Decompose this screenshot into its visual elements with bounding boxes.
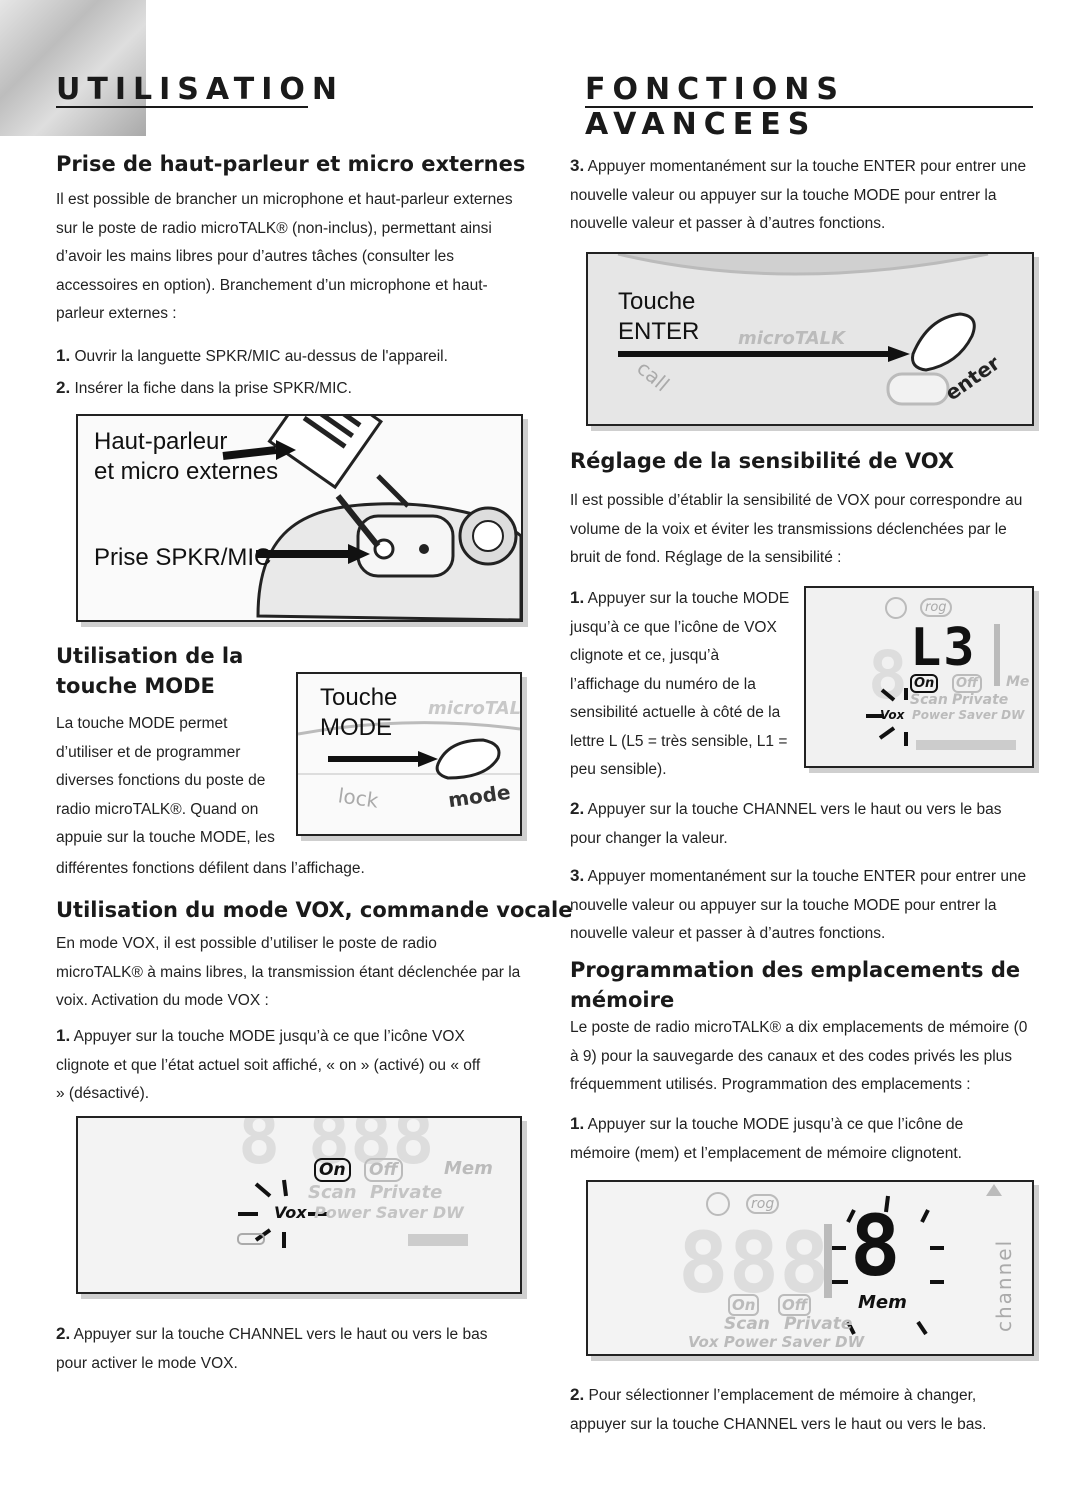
lcd-vox-illustration: 8 888 <box>237 1118 468 1248</box>
heading-memory-2: mémoire <box>570 988 675 1012</box>
step-number: 2. <box>56 378 71 397</box>
lcd-sensitivity-illustration: 8 <box>866 597 1016 750</box>
paragraph-external-mic: Il est possible de brancher un microphon… <box>56 191 513 322</box>
step-text: Insérer la fiche dans la prise SPKR/MIC. <box>74 380 352 397</box>
brand-logo: microTALK <box>738 328 846 349</box>
lcd-mem: Mem <box>858 1292 907 1313</box>
step-enter-3: 3. Appuyer momentanément sur la touche E… <box>570 152 1032 239</box>
step-number: 2. <box>570 799 585 818</box>
label-touche: Touche <box>320 684 398 711</box>
enter-key-illustration <box>588 254 1032 424</box>
svg-text:8: 8 <box>868 637 908 714</box>
step-text: Appuyer sur la touche MODE jusqu’à ce qu… <box>570 1116 964 1162</box>
figure-mode-key: Touche MODE microTALK lock mode <box>296 672 522 836</box>
step-number: 3. <box>570 156 585 175</box>
heading-external-mic: Prise de haut-parleur et micro externes <box>56 152 526 176</box>
label-enter: ENTER <box>618 318 700 345</box>
lcd-power-saver: Power Saver DW <box>314 1203 464 1222</box>
lcd-scan: Scan <box>724 1314 770 1334</box>
heading-mode-1: Utilisation de la <box>56 644 244 668</box>
step-text: Ouvrir la languette SPKR/MIC au-dessus d… <box>74 348 448 365</box>
step-text: Appuyer sur la touche MODE jusqu’à ce qu… <box>570 590 790 778</box>
header-rule-right <box>585 106 1033 108</box>
label-mode: MODE <box>320 714 392 741</box>
step-vox-2: 2. Appuyer sur la touche CHANNEL vers le… <box>56 1320 496 1378</box>
figure-vox-lcd: 8 888 On Off Mem Scan Private Vox Power … <box>76 1116 522 1294</box>
channel-key-label: channel <box>992 1238 1016 1332</box>
figure-sensitivity-lcd: 8 rog L3 On Off Me Scan Private Vox Powe… <box>804 586 1034 768</box>
step-text: Appuyer momentanément sur la touche ENTE… <box>570 158 1027 232</box>
heading-vox-sensitivity: Réglage de la sensibilité de VOX <box>570 449 955 473</box>
step-number: 1. <box>56 1026 71 1045</box>
step-sens-3: 3. Appuyer momentanément sur la touche E… <box>570 862 1034 949</box>
figure-spkr-mic: Haut-parleur et micro externes Prise SPK… <box>76 414 523 622</box>
step-ext-1: 1. Ouvrir la languette SPKR/MIC au-dessu… <box>56 342 526 372</box>
lcd-vox-power-saver: Vox Power Saver DW <box>688 1333 865 1351</box>
lcd-vox: Vox <box>274 1203 307 1222</box>
lcd-memory-digit: 8 <box>850 1197 901 1295</box>
label-touche-enter: Touche <box>618 288 696 315</box>
step-text: Pour sélectionner l’emplacement de mémoi… <box>570 1387 987 1433</box>
step-vox-1: 1. Appuyer sur la touche MODE jusqu’à ce… <box>56 1022 490 1109</box>
lcd-vox: Vox <box>880 708 905 722</box>
paragraph-memory: Le poste de radio microTALK® a dix empla… <box>570 1019 1028 1093</box>
lcd-on: On <box>728 1294 760 1316</box>
radio-top-illustration <box>222 416 521 620</box>
lcd-private: Private <box>370 1182 443 1203</box>
label-micro-externes: et micro externes <box>94 458 279 485</box>
heading-memory-1: Programmation des emplacements de <box>570 958 1021 982</box>
lcd-scan: Scan <box>308 1182 357 1203</box>
paragraph-vox: En mode VOX, il est possible d’utiliser … <box>56 935 521 1009</box>
step-number: 1. <box>570 1114 585 1133</box>
lcd-on: On <box>314 1158 351 1182</box>
step-number: 2. <box>570 1385 585 1404</box>
lcd-scan: Scan <box>910 692 948 708</box>
step-text: Appuyer sur la touche CHANNEL vers le ha… <box>570 801 1002 847</box>
mode-key-illustration <box>298 721 520 780</box>
lcd-mem: Me <box>1006 674 1030 690</box>
step-number: 1. <box>570 588 585 607</box>
brand-logo: microTALK <box>428 698 522 719</box>
step-sens-1: 1. Appuyer sur la touche MODE jusqu’à ce… <box>570 584 790 785</box>
section-header-utilisation: UTILISATION <box>56 72 344 107</box>
paragraph-mode-end: différentes fonctions défilent dans l’af… <box>56 860 365 877</box>
svg-text:888: 888 <box>308 1118 434 1180</box>
lcd-rog: rog <box>746 1194 780 1214</box>
lcd-power-saver: Power Saver DW <box>912 708 1025 722</box>
heading-vox: Utilisation du mode VOX, commande vocale <box>56 898 573 922</box>
lcd-mem: Mem <box>444 1158 493 1179</box>
step-number: 1. <box>56 346 71 365</box>
lcd-off: Off <box>778 1294 812 1316</box>
label-prise-spkr-mic: Prise SPKR/MIC <box>94 544 272 571</box>
header-rule-left <box>56 106 308 108</box>
lcd-on: On <box>910 674 939 693</box>
svg-text:8: 8 <box>238 1118 280 1180</box>
paragraph-vox-sensitivity: Il est possible d’établir la sensibilité… <box>570 492 1023 566</box>
figure-memory-lcd: 888 rog 8 On Off Mem Scan Private Vox Po… <box>586 1180 1034 1356</box>
section-header-fonctions: FONCTIONS AVANCEES <box>585 72 845 142</box>
label-haut-parleur: Haut-parleur <box>94 428 228 455</box>
step-text: Appuyer sur la touche MODE jusqu’à ce qu… <box>56 1028 481 1102</box>
lcd-off: Off <box>364 1158 403 1182</box>
corner-decoration <box>0 0 146 136</box>
lcd-digits: L3 <box>910 618 977 678</box>
lcd-rog: rog <box>920 598 952 617</box>
step-mem-2: 2. Pour sélectionner l’emplacement de mé… <box>570 1381 990 1439</box>
lcd-private: Private <box>784 1314 853 1334</box>
lcd-private: Private <box>952 692 1009 708</box>
step-sens-2: 2. Appuyer sur la touche CHANNEL vers le… <box>570 795 1034 853</box>
step-mem-1: 1. Appuyer sur la touche MODE jusqu’à ce… <box>570 1110 990 1168</box>
step-number: 2. <box>56 1324 71 1343</box>
step-text: Appuyer sur la touche CHANNEL vers le ha… <box>56 1326 488 1372</box>
figure-enter-key: Touche ENTER microTALK call enter <box>586 252 1034 426</box>
step-text: Appuyer momentanément sur la touche ENTE… <box>570 868 1027 942</box>
step-ext-2: 2. Insérer la fiche dans la prise SPKR/M… <box>56 374 526 404</box>
step-number: 3. <box>570 866 585 885</box>
paragraph-mode: La touche MODE permet d’utiliser et de p… <box>56 715 275 846</box>
lcd-off: Off <box>952 674 982 693</box>
heading-mode-2: touche MODE <box>56 674 215 698</box>
